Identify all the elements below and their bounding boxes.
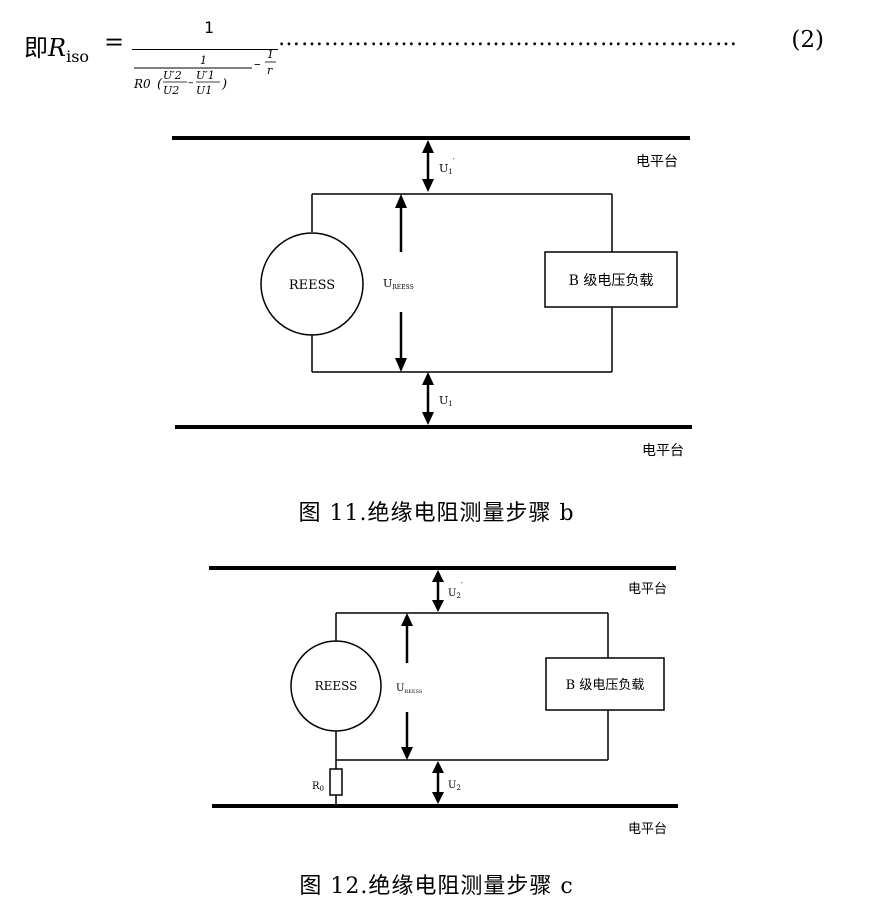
u1-arrow-up-head (422, 372, 434, 385)
u-reess-label: UREESS (383, 277, 414, 291)
platform-bottom-label: 电平台 (628, 822, 667, 837)
u2-arrow-up-head (432, 761, 444, 773)
u1-arrow-down-head (422, 412, 434, 425)
u-reess-arrow-up-head (401, 613, 413, 626)
u2-label: U2 (448, 780, 461, 792)
figure-11-diagram: 电平台 电平台 REESS B 级电压负载 UREESS U1′ U1 (172, 136, 692, 459)
formula-paren-open: ( (157, 77, 163, 92)
formula-number: (2) (791, 27, 824, 53)
u1-prime-label: U1′ (439, 157, 455, 176)
figure-12-diagram: 电平台 电平台 REESS B 级电压负载 R0 UREESS U2′ U2 (209, 566, 678, 837)
u1-label: U1 (439, 394, 453, 408)
formula-paren-close: ) (221, 77, 227, 92)
figure-12-caption: 图 12.绝缘电阻测量步骤 c (299, 874, 574, 899)
formula-subscript: iso (66, 46, 90, 66)
load-label: B 级电压负载 (566, 678, 645, 693)
reess-circle (260, 232, 364, 336)
platform-top-label: 电平台 (628, 582, 667, 597)
u2-prime-arrow-up-head (432, 570, 444, 582)
load-label: B 级电压负载 (569, 273, 654, 289)
formula-fraction-bar (132, 49, 278, 50)
u-reess-arrow-down-head (401, 747, 413, 760)
formula-prefix: 即 (24, 34, 48, 62)
formula-u2p: U′2 (163, 69, 182, 82)
platform-bottom-label: 电平台 (642, 443, 684, 459)
r0-label: R0 (312, 781, 324, 793)
formula-one-over-r-den: r (267, 64, 273, 77)
formula-equals: = (104, 28, 125, 56)
u-reess-arrow-up-head (395, 194, 407, 208)
formula-lhs: 即Riso (24, 28, 89, 66)
r0-resistor (329, 768, 343, 796)
formula-2: 即Riso = 1 1 R0 ( U′2 U2 – U′1 U1 ) – 1 r… (24, 12, 854, 102)
load-box (544, 251, 678, 308)
formula-u1: U1 (196, 84, 212, 97)
u1-prime-arrow-down-head (422, 179, 434, 192)
formula-symbol: R (48, 34, 67, 62)
u2-prime-arrow-down-head (432, 600, 444, 612)
u-reess-arrow-down-head (395, 358, 407, 372)
formula-r0: R0 (133, 77, 151, 91)
platform-top-label: 电平台 (636, 154, 678, 170)
figure-11-caption: 图 11.绝缘电阻测量步骤 b (298, 501, 575, 526)
formula-inner-numerator: 1 (200, 54, 207, 67)
reess-label: REESS (289, 278, 335, 293)
u-reess-label: UREESS (396, 683, 423, 695)
u2-prime-label: U2′ (448, 581, 463, 600)
formula-u2: U2 (163, 84, 179, 97)
u1-prime-arrow-up-head (422, 140, 434, 153)
reess-label: REESS (315, 679, 358, 693)
reess-circle (290, 640, 382, 732)
u2-arrow-down-head (432, 792, 444, 804)
formula-leader-dots: …………………………………………………… (278, 26, 738, 51)
formula-numerator: 1 (204, 18, 214, 37)
load-box (545, 657, 665, 711)
formula-denominator: 1 R0 ( U′2 U2 – U′1 U1 ) – 1 r (133, 48, 276, 97)
formula-u1p: U′1 (196, 69, 215, 82)
formula-inner-minus: – (188, 76, 194, 89)
formula-outer-minus: – (254, 57, 261, 72)
formula-one-over-r-num: 1 (267, 48, 274, 61)
